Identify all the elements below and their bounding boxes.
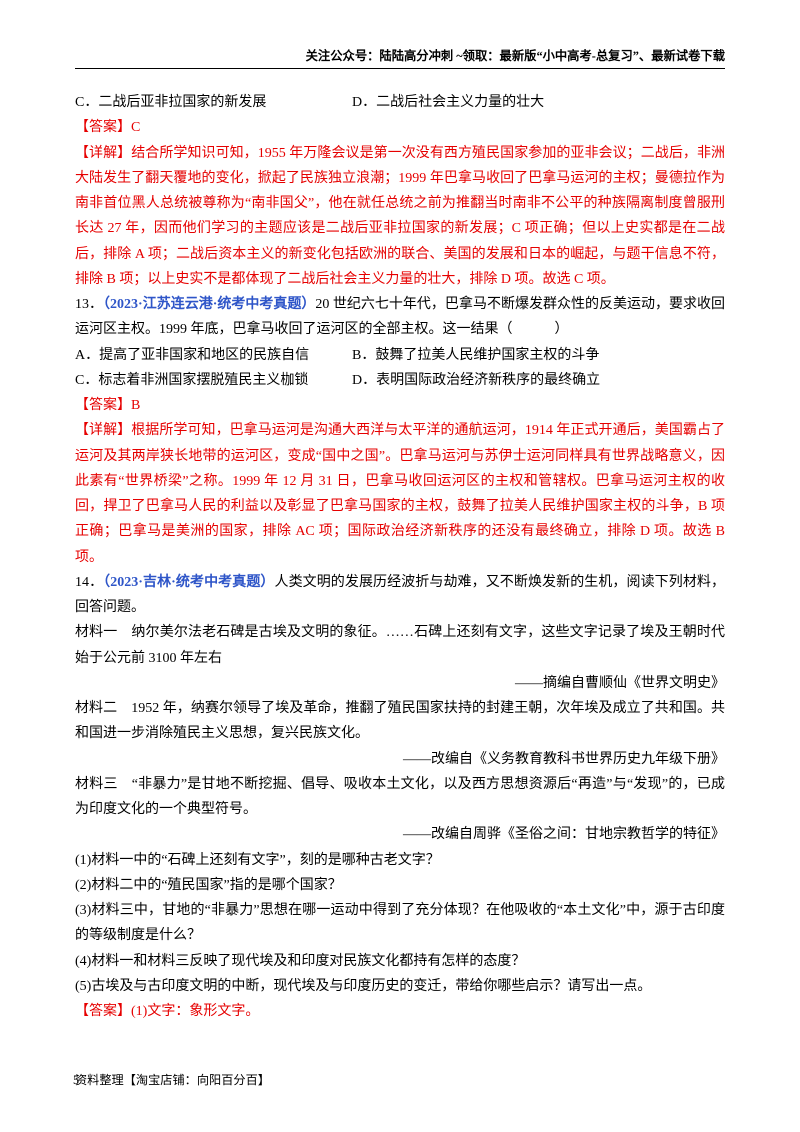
q14-stem-text: 人类文明的发展历经波折与劫难，又不断焕发新的生机，阅读下列材料，回答问题。 — [75, 574, 726, 615]
document-body: C．二战后亚非拉国家的新发展 D．二战后社会主义力量的壮大 【答案】C 【详解】… — [75, 90, 725, 1024]
q13-options-row-1: A．提高了亚非国家和地区的民族自信 B．鼓舞了拉美人民维护国家主权的斗争 — [75, 343, 725, 368]
q14-source: （2023·吉林·统考中考真题） — [103, 574, 275, 590]
q14-subquestion-5: (5)古埃及与古印度文明的中断，现代埃及与印度历史的变迁，带给你哪些启示？请写出… — [75, 978, 652, 994]
q14-material-1: 材料一纳尔美尔法老石碑是古埃及文明的象征。……石碑上还刻有文字，这些文字记录了埃… — [75, 620, 725, 671]
material-text: 1952 年，纳赛尔领导了埃及革命，推翻了殖民国家扶持的封建王朝，次年埃及成立了… — [75, 701, 726, 742]
q13-stem: 13．（2023·江苏连云港·统考中考真题）20 世纪六七十年代，巴拿马不断爆发… — [75, 292, 725, 343]
q13-option-d: D．表明国际政治经济新秩序的最终确立 — [352, 372, 601, 388]
q13-option-a: A．提高了亚非国家和地区的民族自信 — [75, 347, 310, 363]
q14-subquestion-4: (4)材料一和材料三反映了现代埃及和印度对民族文化都持有怎样的态度？ — [75, 953, 526, 969]
footer-text: 资料整理【淘宝店铺：向阳百分百】 — [75, 1073, 270, 1087]
q14-material-2-citation: ——改编自《义务教育教科书世界历史九年级下册》 — [403, 751, 725, 767]
q12-detail: 【详解】结合所学知识可知，1955 年万隆会议是第一次没有西方殖民国家参加的亚非… — [75, 145, 725, 287]
q13-answer: 【答案】B — [75, 398, 141, 413]
material-label: 材料二 — [75, 701, 118, 716]
q14-material-3: 材料三“非暴力”是甘地不断挖掘、倡导、吸收本土文化，以及西方思想资源后“再造”与… — [75, 772, 725, 823]
header-text: 关注公众号：陆陆高分冲刺 ~领取：最新版“小中高考-总复习”、最新试卷下载 — [305, 49, 725, 63]
q13-source: （2023·江苏连云港·统考中考真题） — [103, 297, 316, 312]
q14-material-1-citation: ——摘编自曹顺仙《世界文明史》 — [515, 675, 725, 691]
q13-stem-text: 20 世纪六七十年代，巴拿马不断爆发群众性的反美运动，要求收回运河区主权。199… — [75, 297, 726, 338]
page-footer: 资料整理【淘宝店铺：向阳百分百】 — [75, 1072, 270, 1088]
q14-answer: 【答案】(1)文字：象形文字。 — [75, 1004, 260, 1019]
q14-material-3-citation: ——改编自周骅《圣俗之间：甘地宗教哲学的特征》 — [403, 827, 725, 843]
material-text: “非暴力”是甘地不断挖掘、倡导、吸收本土文化，以及西方思想资源后“再造”与“发现… — [75, 776, 726, 817]
q12-answer: 【答案】C — [75, 120, 141, 136]
q13-number: 13． — [75, 297, 104, 312]
material-label: 材料一 — [75, 625, 118, 641]
q12-option-d: D．二战后社会主义力量的壮大 — [352, 95, 545, 110]
material-text: 纳尔美尔法老石碑是古埃及文明的象征。……石碑上还刻有文字，这些文字记录了埃及王朝… — [75, 625, 726, 666]
q14-number: 14． — [75, 574, 104, 590]
page-header: 关注公众号：陆陆高分冲刺 ~领取：最新版“小中高考-总复习”、最新试卷下载 — [75, 46, 725, 69]
q12-option-c: C．二战后亚非拉国家的新发展 — [75, 95, 267, 110]
q13-option-b: B．鼓舞了拉美人民维护国家主权的斗争 — [352, 347, 600, 363]
q13-options-row-2: C．标志着非洲国家摆脱殖民主义枷锁 D．表明国际政治经济新秩序的最终确立 — [75, 368, 725, 393]
q13-option-c: C．标志着非洲国家摆脱殖民主义枷锁 — [75, 372, 309, 388]
material-label: 材料三 — [75, 776, 118, 792]
q13-detail: 【详解】根据所学可知，巴拿马运河是沟通大西洋与太平洋的通航运河，1914 年正式… — [75, 423, 725, 565]
page-number: 5 — [73, 1073, 80, 1087]
q14-subquestion-3: (3)材料三中，甘地的“非暴力”思想在哪一运动中得到了充分体现？在他吸收的“本土… — [75, 903, 725, 944]
q14-stem: 14．（2023·吉林·统考中考真题）人类文明的发展历经波折与劫难，又不断焕发新… — [75, 570, 725, 621]
q14-subquestion-2: (2)材料二中的“殖民国家”指的是哪个国家？ — [75, 877, 342, 893]
q14-subquestion-1: (1)材料一中的“石碑上还刻有文字”，刻的是哪种古老文字？ — [75, 852, 440, 868]
q12-options-row: C．二战后亚非拉国家的新发展 D．二战后社会主义力量的壮大 — [75, 90, 725, 115]
